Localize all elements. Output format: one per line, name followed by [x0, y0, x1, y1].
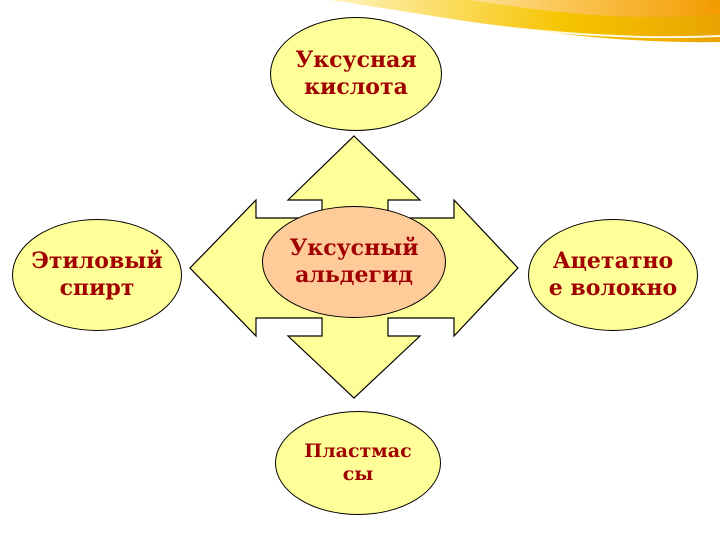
node-acetate-fiber-label: Ацетатное волокно	[548, 248, 678, 301]
node-ethyl-alcohol: Этиловый спирт	[12, 219, 182, 331]
decorative-swoosh-orange	[470, 0, 720, 18]
node-acetate-fiber: Ацетатное волокно	[528, 219, 698, 331]
node-plastics: Пластмассы	[275, 411, 441, 515]
node-ethyl-alcohol-label: Этиловый спирт	[31, 248, 163, 301]
node-acetaldehyde-label: Уксусный альдегид	[289, 235, 419, 288]
node-acetic-acid: Уксусная кислота	[270, 17, 442, 131]
node-acetic-acid-label: Уксусная кислота	[295, 47, 417, 100]
node-acetaldehyde-center: Уксусный альдегид	[262, 206, 446, 318]
node-plastics-label: Пластмассы	[304, 439, 412, 485]
decorative-swoosh-line	[339, 1, 720, 39]
